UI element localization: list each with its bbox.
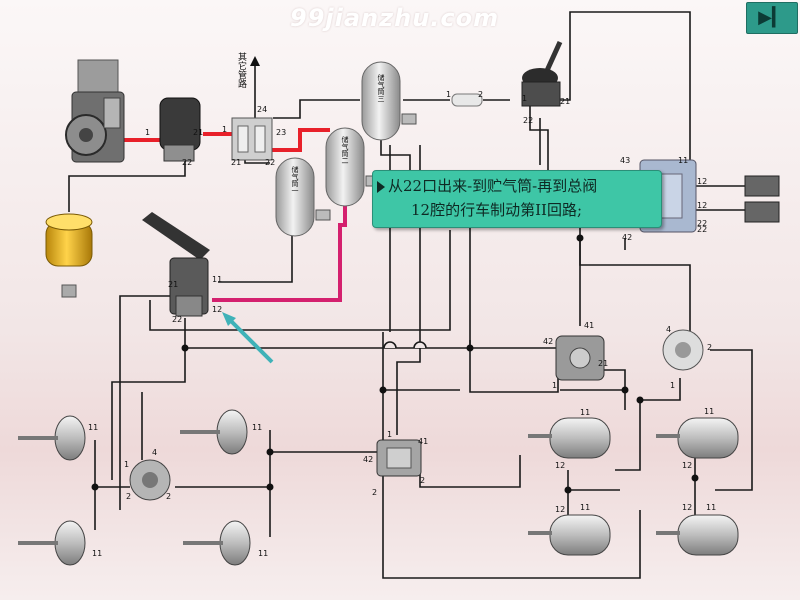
port-label: 21 <box>560 97 570 106</box>
port-label: 23 <box>276 128 286 137</box>
port-label: 41 <box>418 437 428 446</box>
port-label: 22 <box>265 158 275 167</box>
hand-brake-valve <box>521 40 563 107</box>
port-label: 12 <box>555 461 565 470</box>
port-label: 4 <box>152 448 157 457</box>
port-label: 2 <box>372 488 377 497</box>
port-label: 22 <box>182 158 192 167</box>
port-label: 12 <box>697 201 707 210</box>
port-label: 11 <box>580 503 590 512</box>
port-label: 12 <box>555 505 565 514</box>
callout-line-1: 从22口出来-到贮气筒-再到总阀 <box>388 177 598 195</box>
port-label: 21 <box>231 158 241 167</box>
auxiliary-air-tank <box>45 213 93 298</box>
port-label: 22 <box>172 315 182 324</box>
port-label: 21 <box>598 359 608 368</box>
port-label: 12 <box>212 305 222 314</box>
port-label: 1 <box>522 94 527 103</box>
port-label: 22 <box>697 225 707 234</box>
brake-chamber-top-left <box>18 415 86 461</box>
port-label: 41 <box>584 321 594 330</box>
four-circuit-protection-valve <box>231 117 273 161</box>
port-label: 11 <box>678 156 688 165</box>
brake-chamber-mid-left <box>180 409 248 455</box>
port-label: 12 <box>682 503 692 512</box>
air-dryer <box>159 97 201 162</box>
port-label: 1 <box>145 128 150 137</box>
port-label: 11 <box>212 275 222 284</box>
explanation-callout: 从22口出来-到贮气筒-再到总阀 12腔的行车制动第II回路; <box>372 170 662 228</box>
air-tank-2: 储气筒二 <box>325 127 365 207</box>
quick-release-valve <box>662 329 704 371</box>
port-label: 2 <box>126 492 131 501</box>
junction-dots <box>91 234 699 494</box>
port-label: 1 <box>222 125 227 134</box>
port-label: 11 <box>704 407 714 416</box>
port-label: 43 <box>620 156 630 165</box>
port-label: 12 <box>682 461 692 470</box>
check-valve <box>451 93 483 107</box>
port-label: 2 <box>478 90 483 99</box>
port-label: 1 <box>552 381 557 390</box>
other-circuit-label: 其它管路 <box>236 52 247 89</box>
foot-brake-valve <box>142 212 210 317</box>
port-label: 11 <box>580 408 590 417</box>
air-tank-1: 储气筒一 <box>275 157 315 237</box>
port-label: 42 <box>622 233 632 242</box>
air-compressor <box>65 59 125 163</box>
spring-brake-chamber-3 <box>656 417 739 459</box>
port-label: 11 <box>252 423 262 432</box>
port-label: 1 <box>446 90 451 99</box>
port-label: 4 <box>666 325 671 334</box>
port-label: 22 <box>697 219 707 228</box>
port-labels: 1 21 22 24 1 23 21 22 1 2 1 21 22 43 11 … <box>88 90 716 558</box>
pointer-arrow <box>222 312 274 364</box>
next-slide-button[interactable]: ▶▎ <box>746 2 798 34</box>
up-arrow-icon <box>250 56 260 66</box>
red-supply-line <box>122 128 330 152</box>
port-label: 2 <box>420 476 425 485</box>
port-label: 11 <box>706 503 716 512</box>
play-next-icon: ▶▎ <box>758 7 786 28</box>
port-label: 2 <box>707 343 712 352</box>
pipe-crossings <box>383 341 427 349</box>
tank1-label: 储气筒一 <box>291 165 299 194</box>
spring-brake-chamber-1 <box>528 417 611 459</box>
port-label: 11 <box>92 549 102 558</box>
port-label: 21 <box>168 280 178 289</box>
active-circuit-line <box>212 205 347 302</box>
port-label: 2 <box>166 492 171 501</box>
port-label: 1 <box>387 430 392 439</box>
watermark-text: 99jianzhu.com <box>290 4 500 32</box>
pipe-network <box>68 11 753 579</box>
port-label: 21 <box>193 128 203 137</box>
port-label: 42 <box>543 337 553 346</box>
port-label: 12 <box>697 177 707 186</box>
port-label: 22 <box>523 116 533 125</box>
distribution-valve <box>129 459 171 501</box>
spring-brake-chamber-4 <box>656 514 739 556</box>
trailer-couplings <box>744 175 780 223</box>
spring-brake-chamber-2 <box>528 514 611 556</box>
port-label: 1 <box>124 460 129 469</box>
relay-valve-front <box>376 439 422 477</box>
tank2-label: 储气筒二 <box>341 135 349 164</box>
air-tank-3: 储气筒三 <box>361 61 401 141</box>
tank3-label: 储气筒三 <box>377 73 385 102</box>
port-label: 11 <box>258 549 268 558</box>
port-label: 1 <box>670 381 675 390</box>
brake-chamber-bottom-left <box>18 520 86 566</box>
relay-valve-rear <box>555 335 605 381</box>
port-label: 42 <box>363 455 373 464</box>
port-label: 11 <box>88 423 98 432</box>
bullet-arrow-icon <box>377 181 385 193</box>
port-label: 24 <box>257 105 267 114</box>
callout-line-2: 12腔的行车制动第II回路; <box>411 201 582 219</box>
brake-chamber-bottom-mid <box>183 520 251 566</box>
